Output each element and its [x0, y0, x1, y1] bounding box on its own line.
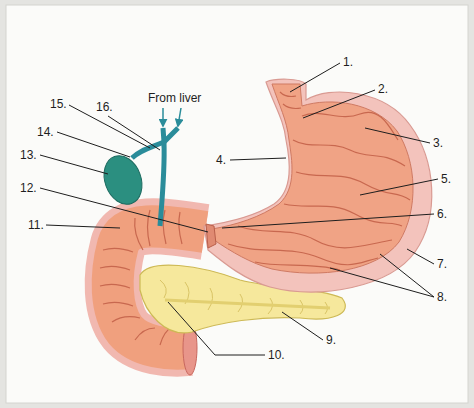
callout-number: 11.: [28, 218, 44, 232]
callout-number: 5.: [441, 172, 451, 186]
callout-number: 12.: [20, 181, 37, 195]
pyloric-sphincter: [206, 224, 216, 248]
callout-number: 15.: [50, 97, 67, 111]
bile-arrow: [178, 108, 181, 126]
callout-number: 10.: [268, 348, 285, 362]
callout-number: 13.: [20, 148, 37, 162]
gallbladder: [98, 128, 178, 226]
panel: [6, 5, 468, 403]
callout-number: 16.: [96, 100, 113, 114]
bile-arrow: [162, 108, 164, 126]
callout-number: 3.: [433, 136, 443, 150]
flow-label: From liver: [148, 91, 201, 105]
callout-number: 2.: [378, 82, 388, 96]
callout-number: 14.: [37, 125, 54, 139]
callout-number: 7.: [437, 257, 447, 271]
callout-number: 6.: [437, 207, 447, 221]
callout-number: 9.: [326, 333, 336, 347]
callout-number: 8.: [437, 290, 447, 304]
leader-lines: [40, 63, 438, 355]
callout-number: 4.: [216, 153, 226, 167]
stomach: [204, 79, 432, 292]
callout-number: 1.: [343, 55, 353, 69]
